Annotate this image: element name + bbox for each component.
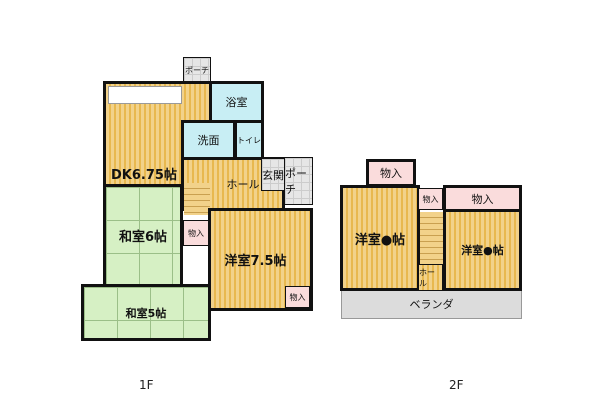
dk-label: DK6.75帖 xyxy=(111,168,177,183)
youshitsu-right-label: 洋室●帖 xyxy=(461,244,504,257)
porch-top-label: ポーチ xyxy=(185,66,209,75)
closet-small-label: 物入 xyxy=(188,228,204,238)
room-youshitsu-left: 洋室●帖 xyxy=(340,185,420,291)
kitchen-counter xyxy=(108,86,182,104)
floor-label-2f: 2F xyxy=(449,378,464,392)
hall-2f-label: ホール xyxy=(419,267,435,288)
room-youshitsu-right: 洋室●帖 xyxy=(443,209,522,291)
washroom-label: 洗面 xyxy=(197,134,220,147)
closet-youshitsu-label: 物入 xyxy=(289,292,306,302)
hall-2f: ホール xyxy=(418,264,443,291)
youshitsu-left-label: 洋室●帖 xyxy=(354,232,406,248)
veranda: ベランダ xyxy=(341,288,522,319)
room-washroom: 洗面 xyxy=(181,120,236,160)
closet-2f-right: 物入 xyxy=(443,185,522,212)
porch-top: ポーチ xyxy=(183,57,211,84)
stairs-1f xyxy=(184,183,210,215)
stairs-2f xyxy=(420,212,443,266)
washitsu6-label: 和室6帖 xyxy=(118,230,168,245)
floor-label-1f: 1F xyxy=(139,378,154,392)
entrance-label: 玄関 xyxy=(262,168,284,182)
closet-right-label: 物入 xyxy=(471,192,494,206)
room-toilet: トイレ xyxy=(234,120,264,160)
porch-right: ポーチ xyxy=(284,157,313,205)
closet-top-label: 物入 xyxy=(380,167,402,180)
bath-label: 浴室 xyxy=(225,96,248,109)
closet-youshitsu: 物入 xyxy=(285,286,310,308)
closet-2f-small: 物入 xyxy=(418,188,443,210)
closet-1f-small: 物入 xyxy=(183,220,209,246)
room-entrance: 玄関 xyxy=(261,158,285,191)
room-bath: 浴室 xyxy=(209,81,264,123)
youshitsu-label: 洋室7.5帖 xyxy=(224,254,287,269)
porch-right-label: ポーチ xyxy=(285,167,307,196)
closet-2f-small-label: 物入 xyxy=(422,194,439,204)
washitsu5-label: 和室5帖 xyxy=(125,306,167,320)
hall-label: ホール xyxy=(226,178,260,191)
toilet-label: トイレ xyxy=(237,135,261,145)
room-washitsu-6: 和室6帖 xyxy=(103,184,183,287)
veranda-label: ベランダ xyxy=(409,297,454,311)
closet-2f-top: 物入 xyxy=(366,159,416,187)
room-washitsu-5: 和室5帖 xyxy=(81,284,211,341)
